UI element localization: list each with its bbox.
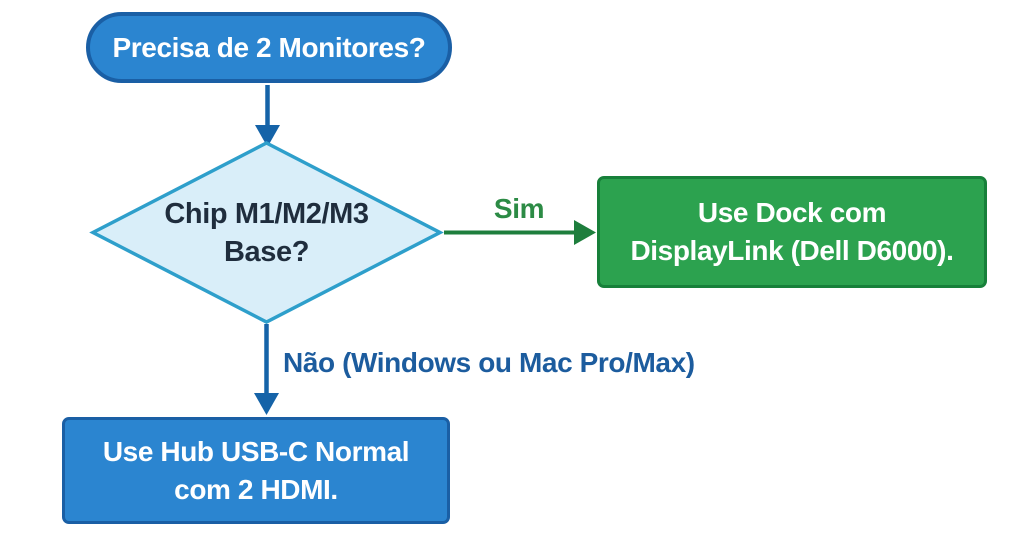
- start-node-label: Precisa de 2 Monitores?: [112, 31, 426, 63]
- connector-decision-to-hub: [254, 324, 279, 415]
- no-edge-label: Não (Windows ou Mac Pro/Max): [283, 347, 695, 378]
- arrowhead-down-icon: [255, 125, 280, 147]
- start-node: Precisa de 2 Monitores?: [86, 12, 452, 83]
- outcome-dock-label-line2: DisplayLink (Dell D6000).: [630, 235, 954, 266]
- decision-node-label-line1: Chip M1/M2/M3: [164, 197, 369, 230]
- outcome-hub-node: Use Hub USB-C Normal com 2 HDMI.: [62, 417, 450, 524]
- connector-start-to-decision: [255, 85, 280, 147]
- arrowhead-down-icon: [254, 393, 279, 415]
- decision-node: Chip M1/M2/M3 Base?: [93, 143, 440, 322]
- outcome-dock-node: Use Dock com DisplayLink (Dell D6000).: [597, 176, 987, 288]
- yes-edge-label: Sim: [493, 193, 545, 224]
- outcome-dock-label-line1: Use Dock com: [697, 197, 887, 228]
- outcome-hub-label-line1: Use Hub USB-C Normal: [102, 435, 410, 467]
- decision-diamond-shape: [89, 141, 444, 324]
- connector-decision-to-dock: [444, 220, 596, 245]
- arrowhead-right-icon: [574, 220, 596, 245]
- outcome-hub-label-line2: com 2 HDMI.: [174, 473, 338, 505]
- decision-node-label-line2: Base?: [223, 235, 310, 268]
